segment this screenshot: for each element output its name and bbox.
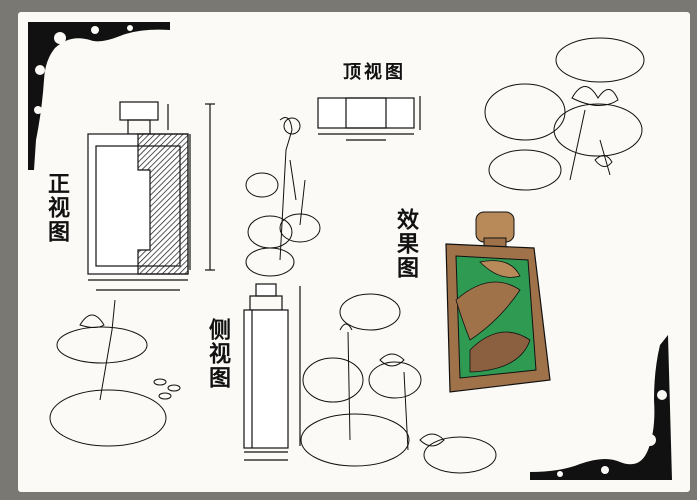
effect-bottle-rendering: [445, 211, 551, 393]
lotus-sketch-center: [245, 117, 321, 277]
front-view-label: 正视图: [44, 172, 70, 244]
corner-ornament-top-left-icon: [28, 22, 170, 170]
lotus-sketch-left: [49, 299, 181, 447]
side-view-drawing: [243, 283, 301, 461]
effect-view-label: 效果图: [393, 208, 419, 280]
corner-ornament-bottom-right-icon: [530, 335, 672, 480]
top-view-drawing: [317, 96, 421, 141]
lotus-sketch-top-right: [484, 37, 645, 191]
top-view-label: 顶视图: [343, 62, 406, 83]
lotus-sketch-bottom: [300, 293, 497, 474]
front-view-drawing: [87, 101, 215, 291]
side-view-label: 侧视图: [205, 318, 231, 390]
